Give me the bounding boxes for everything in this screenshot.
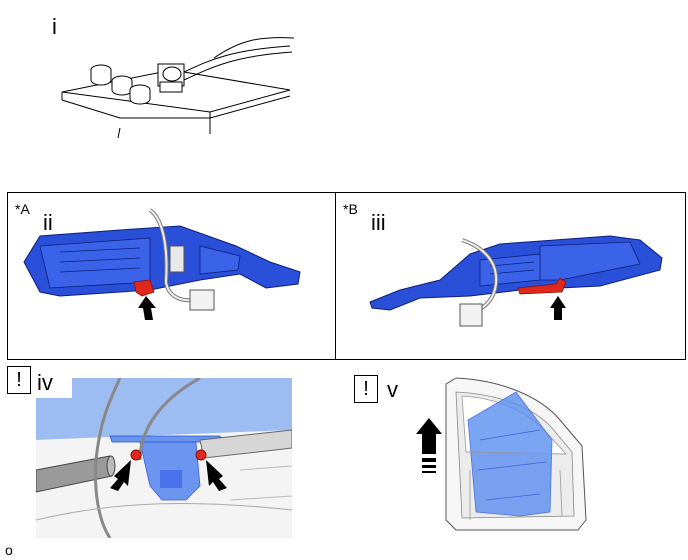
figure-ii-label: ii (43, 210, 53, 235)
view-tag-b: *B (343, 201, 358, 217)
view-tag-a: *A (15, 201, 30, 217)
figure-iv-label: iv (37, 370, 53, 395)
caution-mark-v: ! (354, 375, 378, 403)
panel-divider (335, 192, 336, 360)
figure-iii-label: iii (371, 210, 386, 235)
caution-mark-iv: ! (7, 366, 31, 394)
figure-v-label: v (387, 377, 398, 402)
panel-ii-iii (7, 192, 686, 360)
figure-i-label: i (52, 14, 57, 39)
figure-code: o (5, 542, 13, 558)
